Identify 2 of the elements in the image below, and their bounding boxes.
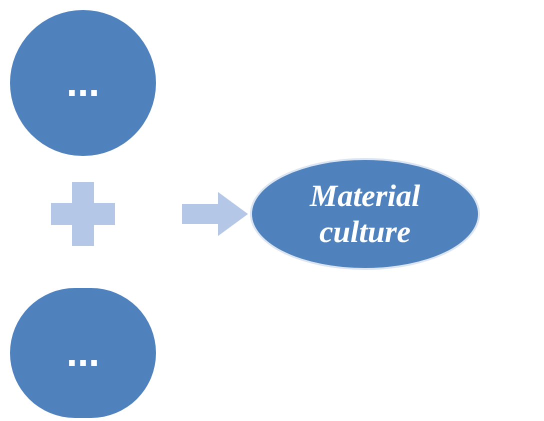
block-arrow	[182, 192, 248, 236]
ellipse-node: Material culture	[250, 158, 480, 270]
